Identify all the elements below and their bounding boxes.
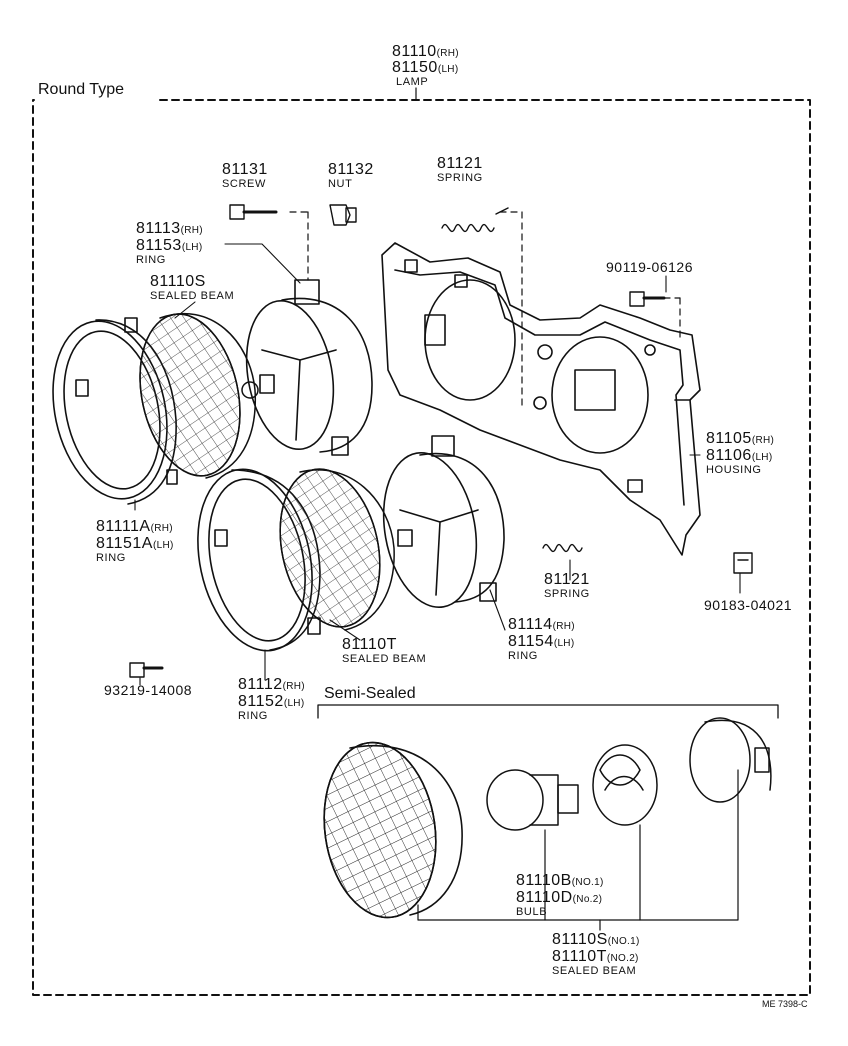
nut-81132-name: NUT: [328, 178, 353, 190]
sealed-beam-81110s: [139, 312, 259, 479]
housing-81105: [381, 242, 701, 556]
semi-beam-no2: 81110T(NO.2): [552, 948, 639, 965]
spring-mid-name: SPRING: [544, 588, 590, 600]
sealed-beam-t-name: SEALED BEAM: [342, 653, 427, 665]
leader-lines: [134, 243, 741, 686]
ring-81111a-rh: 81111A(RH): [96, 518, 173, 535]
housing-81105-rh: 81105(RH): [706, 430, 775, 447]
screw-93219-number: 93219-14008: [104, 682, 193, 698]
ring-81113-rh: 81113(RH): [136, 220, 203, 237]
socket-ring: [592, 744, 658, 826]
ring-81114: [382, 435, 505, 609]
spring-81121-mid: [542, 543, 583, 553]
round-type-frame: [32, 99, 811, 996]
semi-sealed-beam: [323, 741, 463, 919]
ring-81152-lh: 81152(LH): [238, 693, 305, 710]
spring-top-name: SPRING: [437, 172, 483, 184]
spring-top-number: 81121: [437, 155, 483, 172]
alignment-lines: [289, 211, 681, 411]
housing-81106-lh: 81106(LH): [706, 447, 773, 464]
screw-93219: [129, 662, 164, 678]
bolt-90119-number: 90119-06126: [606, 259, 693, 275]
ring-81114-rh: 81114(RH): [508, 616, 575, 633]
sealed-beam-s-number: 81110S: [150, 273, 206, 290]
lamp-rh-label: 81110(RH): [392, 43, 459, 60]
screw-81131-name: SCREW: [222, 178, 266, 190]
nut-81132: [329, 204, 357, 226]
bulb-81110b: [486, 769, 579, 831]
lamp-name-label: LAMP: [396, 76, 429, 88]
semi-sealed-bracket: [317, 704, 779, 719]
bulb-no2: 81110D(No.2): [516, 889, 603, 906]
semi-sealed-leaders: [417, 769, 739, 931]
sealed-beam-s-name: SEALED BEAM: [150, 290, 235, 302]
figure-code: ME 7398-C: [762, 999, 808, 1009]
ring-81113: [245, 279, 373, 456]
ring-81151a-lh: 81151A(LH): [96, 535, 174, 552]
bolt-90119: [629, 291, 666, 307]
ring-81112-name: RING: [238, 710, 268, 722]
ring-81113-name: RING: [136, 254, 166, 266]
semi-sealed-title: Semi-Sealed: [324, 685, 416, 702]
ring-81111a-name: RING: [96, 552, 126, 564]
screw-81131-number: 81131: [222, 161, 268, 178]
semi-beam-name: SEALED BEAM: [552, 965, 637, 977]
ring-81154-lh: 81154(LH): [508, 633, 575, 650]
ring-81112-rh: 81112(RH): [238, 676, 305, 693]
housing-name: HOUSING: [706, 464, 762, 476]
screw-81131: [229, 204, 278, 220]
rear-cover: [689, 717, 772, 803]
clip-90183: [733, 552, 753, 574]
round-type-title: Round Type: [38, 81, 124, 98]
spring-81121-top: [441, 207, 509, 233]
spring-mid-number: 81121: [544, 571, 590, 588]
sealed-beam-t-number: 81110T: [342, 636, 397, 653]
lamp-lh-label: 81150(LH): [392, 59, 459, 76]
ring-81114-name: RING: [508, 650, 538, 662]
ring-81153-lh: 81153(LH): [136, 237, 203, 254]
clip-90183-number: 90183-04021: [704, 597, 793, 613]
bulb-name: BULB: [516, 906, 548, 918]
semi-beam-no1: 81110S(NO.1): [552, 931, 640, 948]
bulb-no1: 81110B(NO.1): [516, 872, 604, 889]
nut-81132-number: 81132: [328, 161, 374, 178]
sealed-beam-81110t: [279, 468, 395, 631]
